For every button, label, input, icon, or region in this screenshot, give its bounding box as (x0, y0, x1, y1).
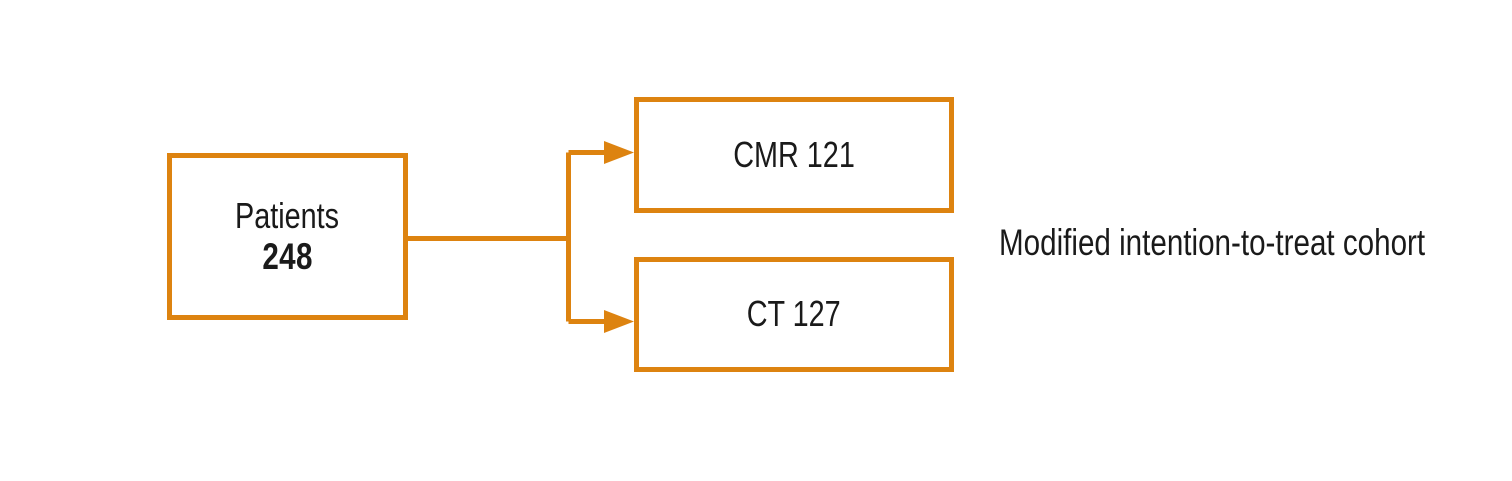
cmr-label: CMR 121 (733, 133, 855, 175)
patients-count: 248 (262, 235, 313, 277)
cohort-caption: Modified intention-to-treat cohort (999, 222, 1426, 263)
ct-label: CT 127 (747, 293, 841, 335)
node-cmr: CMR 121 (634, 97, 954, 213)
arrowhead-cmr-icon (604, 141, 634, 164)
arrowhead-ct-icon (604, 310, 634, 333)
node-patients: Patients 248 (167, 153, 408, 320)
patients-label: Patients (235, 194, 340, 236)
node-ct: CT 127 (634, 257, 954, 372)
